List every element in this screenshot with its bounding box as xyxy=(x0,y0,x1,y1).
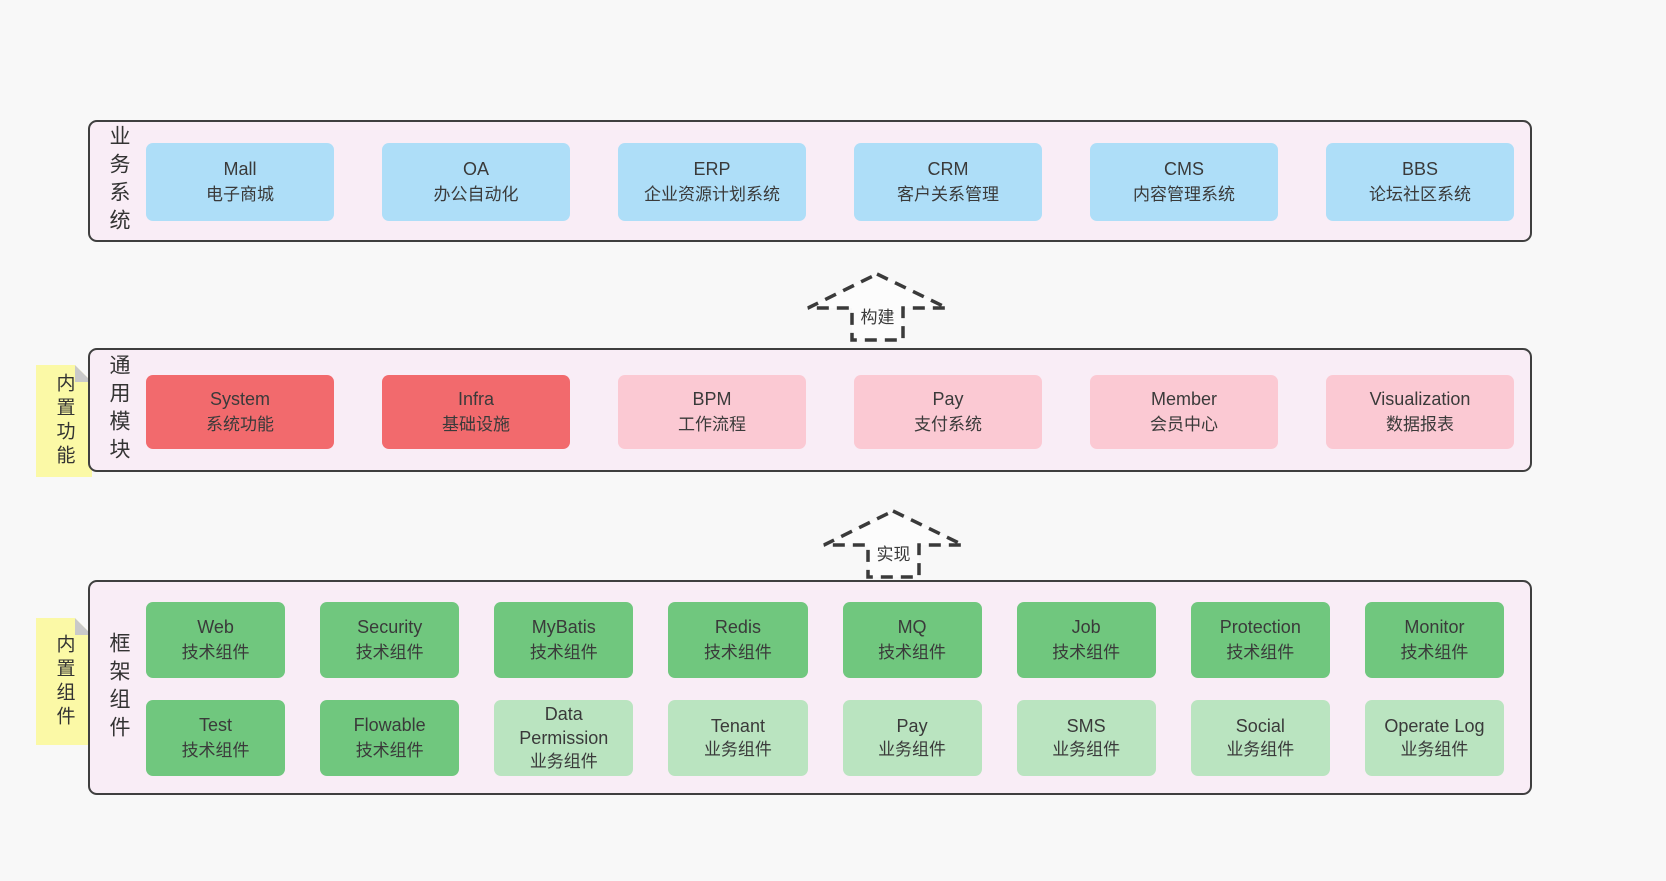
box-pay-component: Pay 业务组件 xyxy=(842,700,982,776)
box-title: Redis xyxy=(714,617,761,637)
box-subtitle: 工作流程 xyxy=(678,415,746,434)
box-subtitle: 数据报表 xyxy=(1386,415,1454,434)
box-title: Monitor xyxy=(1404,617,1465,637)
implement-arrow-label: 实现 xyxy=(872,539,915,566)
implement-arrow: 实现 xyxy=(821,509,966,579)
box-title: Visualization xyxy=(1369,389,1471,409)
common-modules-container: 通用模块 System 系统功能 Infra 基础设施 BPM 工作流程 Pay… xyxy=(88,348,1532,472)
box-title: ERP xyxy=(693,159,731,179)
box-mybatis: MyBatis 技术组件 xyxy=(494,602,634,678)
box-subtitle: 技术组件 xyxy=(181,643,250,662)
box-mq: MQ 技术组件 xyxy=(842,602,982,678)
common-modules-label: 通用模块 xyxy=(107,354,130,466)
box-tenant: Tenant 业务组件 xyxy=(668,700,808,776)
box-title: CMS xyxy=(1164,159,1204,179)
box-title: MQ xyxy=(897,617,927,637)
box-subtitle: 技术组件 xyxy=(529,643,598,662)
box-security: Security 技术组件 xyxy=(320,602,460,678)
box-subtitle: 电子商城 xyxy=(206,185,274,204)
box-data-permission: Data Permission 业务组件 xyxy=(494,700,634,776)
box-subtitle: 基础设施 xyxy=(442,415,510,434)
box-pay-module: Pay 支付系统 xyxy=(854,375,1042,449)
box-flowable: Flowable 技术组件 xyxy=(320,700,460,776)
box-subtitle: 客户关系管理 xyxy=(897,185,999,204)
box-title: Tenant xyxy=(710,716,765,736)
box-monitor: Monitor 技术组件 xyxy=(1364,602,1504,678)
box-web: Web 技术组件 xyxy=(146,602,286,678)
box-subtitle: 业务组件 xyxy=(1226,740,1295,759)
box-title: System xyxy=(209,389,270,409)
box-oa: OA 办公自动化 xyxy=(382,143,570,221)
box-title: BPM xyxy=(692,389,732,409)
framework-components-label: 框架组件 xyxy=(107,631,130,744)
box-subtitle: 会员中心 xyxy=(1150,415,1218,434)
box-mall: Mall 电子商城 xyxy=(146,143,334,221)
box-title: Pay xyxy=(932,389,964,409)
box-member: Member 会员中心 xyxy=(1090,375,1278,449)
box-title: MyBatis xyxy=(531,617,596,637)
box-crm: CRM 客户关系管理 xyxy=(854,143,1042,221)
box-title: Operate Log xyxy=(1384,716,1485,736)
box-job: Job 技术组件 xyxy=(1016,602,1156,678)
builtin-features-sticky: 内置功能 xyxy=(36,365,92,477)
box-subtitle: 技术组件 xyxy=(878,643,947,662)
box-test: Test 技术组件 xyxy=(146,700,286,776)
box-title: Protection xyxy=(1219,617,1301,637)
box-title: Security xyxy=(357,617,423,637)
box-subtitle: 技术组件 xyxy=(1226,643,1295,662)
box-subtitle: 技术组件 xyxy=(703,643,772,662)
box-subtitle: 业务组件 xyxy=(878,740,947,759)
box-protection: Protection 技术组件 xyxy=(1190,602,1330,678)
box-title: Job xyxy=(1071,617,1101,637)
box-subtitle: 系统功能 xyxy=(206,415,274,434)
box-system: System 系统功能 xyxy=(146,375,334,449)
box-title: Test xyxy=(199,715,233,735)
box-title: BBS xyxy=(1401,159,1439,179)
box-title: Mall xyxy=(223,159,257,179)
box-subtitle: 办公自动化 xyxy=(433,185,519,204)
box-bpm: BPM 工作流程 xyxy=(618,375,806,449)
builtin-features-sticky-label: 内置功能 xyxy=(53,373,75,469)
box-subtitle: 技术组件 xyxy=(355,643,424,662)
box-subtitle: 技术组件 xyxy=(1052,643,1121,662)
box-title: Web xyxy=(197,617,234,637)
box-cms: CMS 内容管理系统 xyxy=(1090,143,1278,221)
business-systems-container: 业务系统 Mall 电子商城 OA 办公自动化 ERP 企业资源计划系统 CRM… xyxy=(88,120,1532,242)
box-infra: Infra 基础设施 xyxy=(382,375,570,449)
box-bbs: BBS 论坛社区系统 xyxy=(1326,143,1514,221)
box-subtitle: 技术组件 xyxy=(355,741,424,760)
box-subtitle: 业务组件 xyxy=(529,752,598,771)
box-title: Member xyxy=(1150,389,1217,409)
box-erp: ERP 企业资源计划系统 xyxy=(618,143,806,221)
box-subtitle: 业务组件 xyxy=(703,740,772,759)
framework-components-container: 框架组件 Web 技术组件 Security 技术组件 MyBatis 技术组件… xyxy=(88,580,1532,795)
box-social: Social 业务组件 xyxy=(1190,700,1330,776)
box-title: CRM xyxy=(927,159,969,179)
box-redis: Redis 技术组件 xyxy=(668,602,808,678)
box-operate-log: Operate Log 业务组件 xyxy=(1364,700,1504,776)
box-subtitle: 技术组件 xyxy=(181,741,250,760)
box-title: OA xyxy=(462,159,489,179)
business-systems-label: 业务系统 xyxy=(107,125,130,237)
box-title: Flowable xyxy=(353,715,426,735)
box-subtitle: 业务组件 xyxy=(1052,740,1121,759)
box-subtitle: 企业资源计划系统 xyxy=(644,185,780,204)
box-subtitle: 支付系统 xyxy=(914,415,982,434)
box-title: Data Permission xyxy=(519,704,609,748)
box-title: SMS xyxy=(1066,716,1106,736)
box-subtitle: 业务组件 xyxy=(1400,740,1469,759)
build-arrow: 构建 xyxy=(805,272,950,342)
box-sms: SMS 业务组件 xyxy=(1016,700,1156,776)
box-title: Pay xyxy=(896,716,928,736)
build-arrow-label: 构建 xyxy=(856,302,899,329)
box-subtitle: 技术组件 xyxy=(1400,643,1469,662)
box-subtitle: 论坛社区系统 xyxy=(1369,185,1471,204)
box-title: Infra xyxy=(457,389,495,409)
box-title: Social xyxy=(1235,716,1285,736)
box-visualization: Visualization 数据报表 xyxy=(1326,375,1514,449)
builtin-components-sticky: 内置组件 xyxy=(36,618,92,745)
builtin-components-sticky-label: 内置组件 xyxy=(53,633,75,730)
box-subtitle: 内容管理系统 xyxy=(1133,185,1235,204)
